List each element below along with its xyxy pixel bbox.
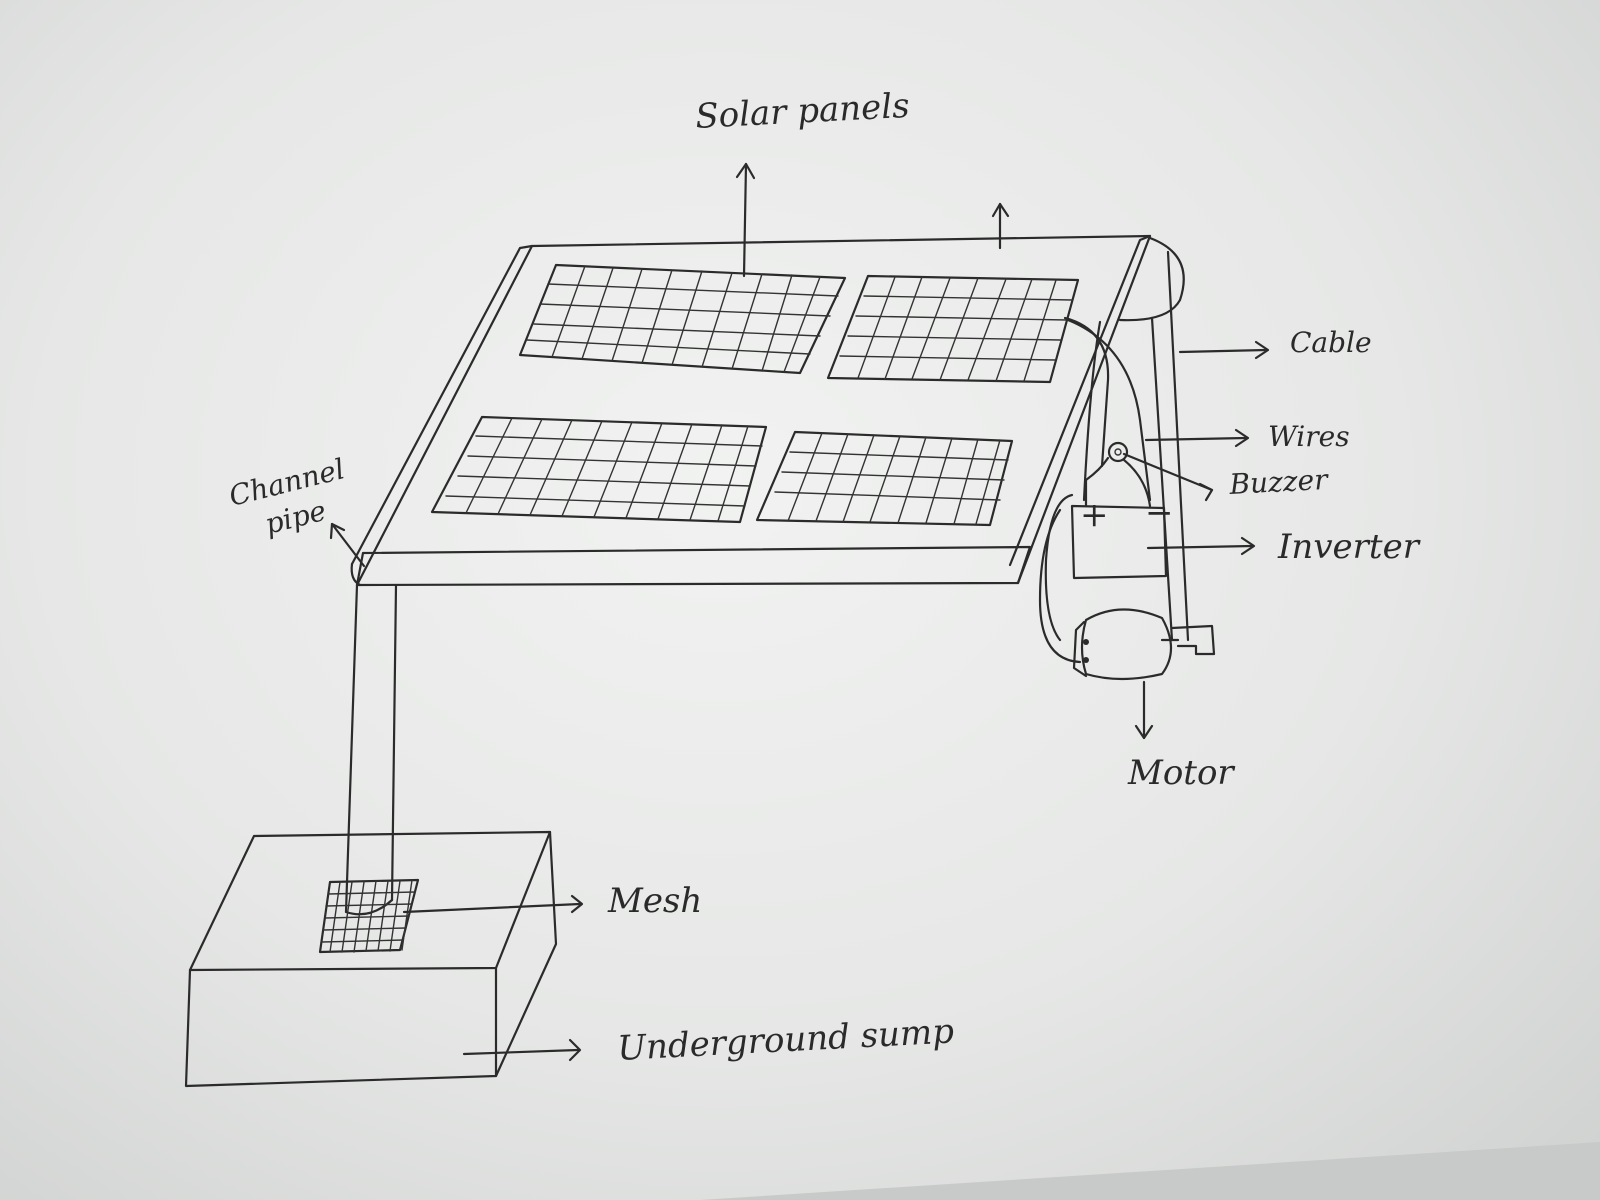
underground-sump-arrow (464, 1040, 580, 1060)
wires-arrow (1146, 430, 1248, 446)
pivot-wheel (1120, 238, 1184, 320)
label-mesh: Mesh (607, 881, 702, 921)
panel-frame (352, 236, 1150, 585)
page-edge (700, 1142, 1600, 1200)
mesh-arrow (404, 896, 582, 912)
solar-panel-top-left (520, 265, 845, 373)
solar-panel-top-right (828, 276, 1078, 382)
underground-sump (186, 832, 556, 1086)
mesh (320, 880, 418, 952)
motor-arrow (1136, 682, 1152, 738)
label-buzzer: Buzzer (1228, 463, 1330, 501)
label-wires: Wires (1268, 420, 1350, 453)
solar-panel-bottom-right (757, 432, 1012, 525)
inverter-negative-terminal: − (1145, 493, 1174, 533)
channel-pipe-arrow (331, 524, 364, 566)
channel-pipe (346, 585, 396, 914)
label-cable: Cable (1290, 326, 1372, 359)
solar-panel-bottom-left (432, 417, 766, 522)
inverter-positive-terminal: + (1080, 495, 1109, 535)
label-inverter: Inverter (1277, 527, 1421, 567)
label-underground-sump: Underground sump (616, 1011, 955, 1069)
cable (1152, 252, 1214, 654)
label-motor: Motor (1127, 753, 1235, 793)
solar-panels-arrow (737, 164, 1008, 276)
inverter-box: + − (1072, 493, 1174, 578)
label-solar-panels: Solar panels (694, 86, 910, 137)
cable-arrow (1180, 342, 1268, 358)
motor-icon (1074, 609, 1178, 679)
